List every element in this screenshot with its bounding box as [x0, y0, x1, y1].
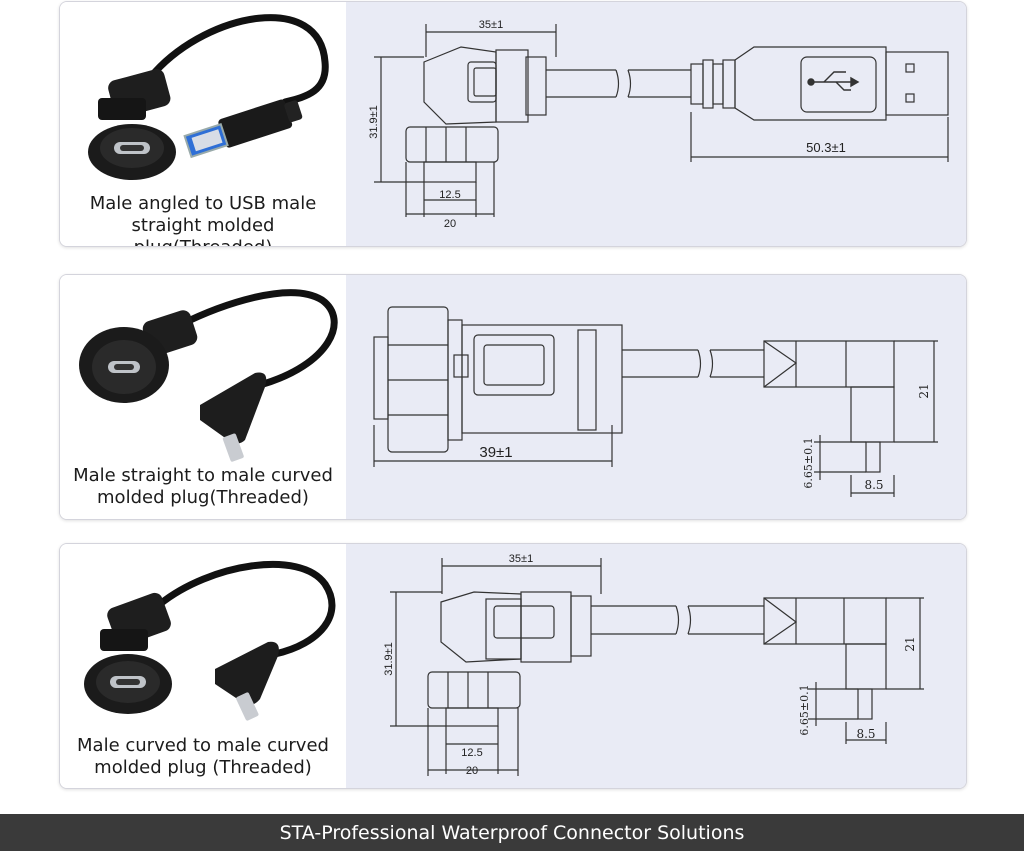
footer-text: STA-Professional Waterproof Connector So…	[279, 821, 745, 844]
dim-base-outer: 20	[466, 765, 478, 777]
dim-height: 31.9±1	[383, 642, 395, 676]
dim-base-inner: 12.5	[439, 189, 460, 201]
product-card-2: Male straight to male curved molded plug…	[59, 274, 967, 520]
dim-tip-length: 6.65±0.1	[798, 684, 811, 735]
curved-to-curved-drawing: 35±1 31.9±1 12.5 20 21 6.65±0.1 8.5	[383, 553, 924, 777]
product-photo-area: Male curved to male curved molded plug (…	[60, 544, 346, 788]
dim-usb-length: 50.3±1	[806, 140, 846, 155]
dim-tip-width: 8.5	[856, 727, 875, 741]
product-card-3: Male curved to male curved molded plug (…	[59, 543, 967, 789]
caption-line-2: molded plug(Threaded)	[97, 487, 309, 508]
straight-to-curved-drawing: 39±1 21 6.65±0.1 8.5	[373, 306, 938, 497]
caption-line-2: straight molded plug(Threaded)	[131, 215, 275, 246]
caption-line-1: Male angled to USB male	[89, 193, 317, 214]
technical-drawing: 35±1 31.9±1 12.5 20 21 6.65±0.1 8.5	[346, 544, 966, 788]
technical-drawing: 39±1 21 6.65±0.1 8.5	[346, 275, 966, 519]
dim-length: 39±1	[479, 444, 512, 461]
footer-banner: STA-Professional Waterproof Connector So…	[0, 814, 1024, 851]
dim-length-top: 35±1	[479, 19, 503, 31]
dim-tip-length: 6.65±0.1	[802, 437, 815, 488]
dim-length-top: 35±1	[509, 553, 533, 565]
caption-line-1: Male straight to male curved	[73, 465, 333, 486]
dim-base-inner: 12.5	[461, 747, 482, 759]
curved-to-curved-cable-photo	[84, 560, 336, 721]
straight-to-curved-cable-photo	[79, 289, 338, 462]
technical-drawing: 35±1 31.9±1 12.5 20 50.3±1	[346, 2, 966, 246]
caption-line-2: molded plug (Threaded)	[94, 757, 312, 778]
caption-line-1: Male curved to male curved	[77, 735, 329, 756]
dim-base-outer: 20	[444, 218, 456, 230]
dim-curved-height: 21	[903, 636, 917, 651]
dim-curved-height: 21	[917, 383, 931, 398]
product-photo-area: Male angled to USB male straight molded …	[60, 2, 346, 246]
angled-to-usb-drawing: 35±1 31.9±1 12.5 20 50.3±1	[368, 19, 949, 230]
product-card-1: Male angled to USB male straight molded …	[59, 1, 967, 247]
product-photo-area: Male straight to male curved molded plug…	[60, 275, 346, 519]
dim-height: 31.9±1	[368, 105, 380, 139]
angled-to-usb-cable-photo	[88, 14, 329, 180]
dim-tip-width: 8.5	[864, 478, 883, 492]
